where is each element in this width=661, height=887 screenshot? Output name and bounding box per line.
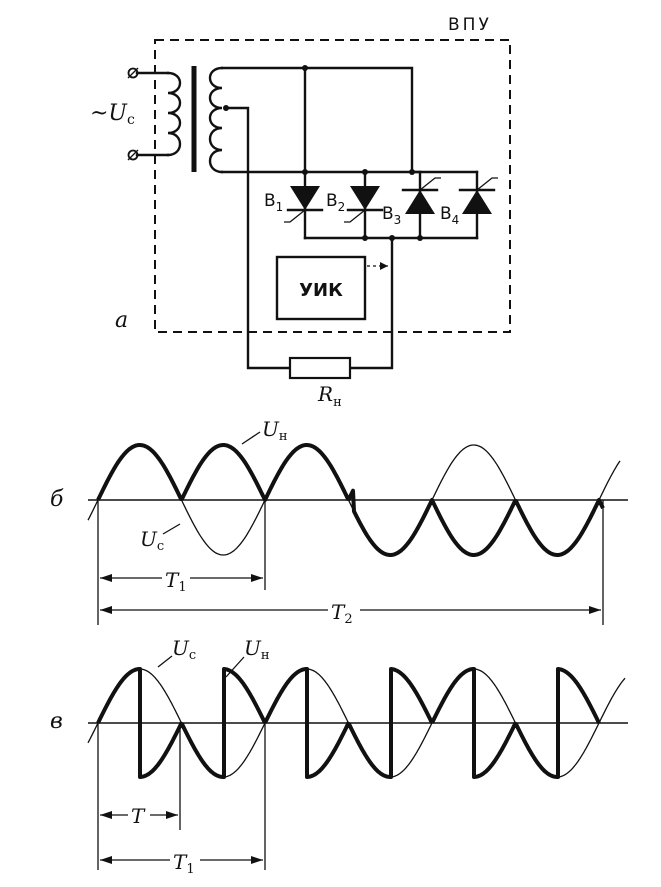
thyristor-b2-label: В2 [326,191,345,214]
vpu-boundary [154,39,511,333]
vpu-label: ВПУ [448,15,492,35]
load-resistor-label: Rн [317,382,342,410]
waveform-v: T T1 Uс Uн в [50,636,628,877]
period-t-v-label: T [131,804,146,828]
thyristor-b4-label: В4 [440,204,459,227]
uik-block [275,255,367,321]
waveform-v-un-curve [96,667,601,779]
period-t1-v-label: T1 [173,850,195,877]
un-b-label: Uн [262,417,288,444]
circuit-schematic: ВПУ ~Uс [90,15,511,410]
un-v-label: Uн [244,636,270,663]
uc-b-label: Uс [140,527,164,554]
load-resistor [288,356,352,380]
figure-a-label: а [115,308,128,333]
thyristor-b3 [401,170,441,240]
uc-v-label: Uс [172,636,196,663]
waveform-b: T1 T2 Uн Uс б [50,417,628,627]
transformer-primary [166,71,182,157]
period-t1-b-label: T1 [165,568,187,595]
figure-v-label: в [50,709,63,734]
thyristor-b1 [284,170,324,240]
thyristor-b4 [458,170,498,240]
period-t2-b-label: T2 [331,600,353,627]
waveform-b-un-curve [96,443,605,557]
transformer-secondary [208,66,224,174]
thyristor-b1-label: В1 [264,191,283,214]
uik-label: УИК [299,280,343,301]
thyristor-b3-label: В3 [382,204,401,227]
thyristor-b2 [344,170,384,240]
figure-b-label: б [50,487,64,512]
source-voltage-label: ~Uс [90,101,135,128]
